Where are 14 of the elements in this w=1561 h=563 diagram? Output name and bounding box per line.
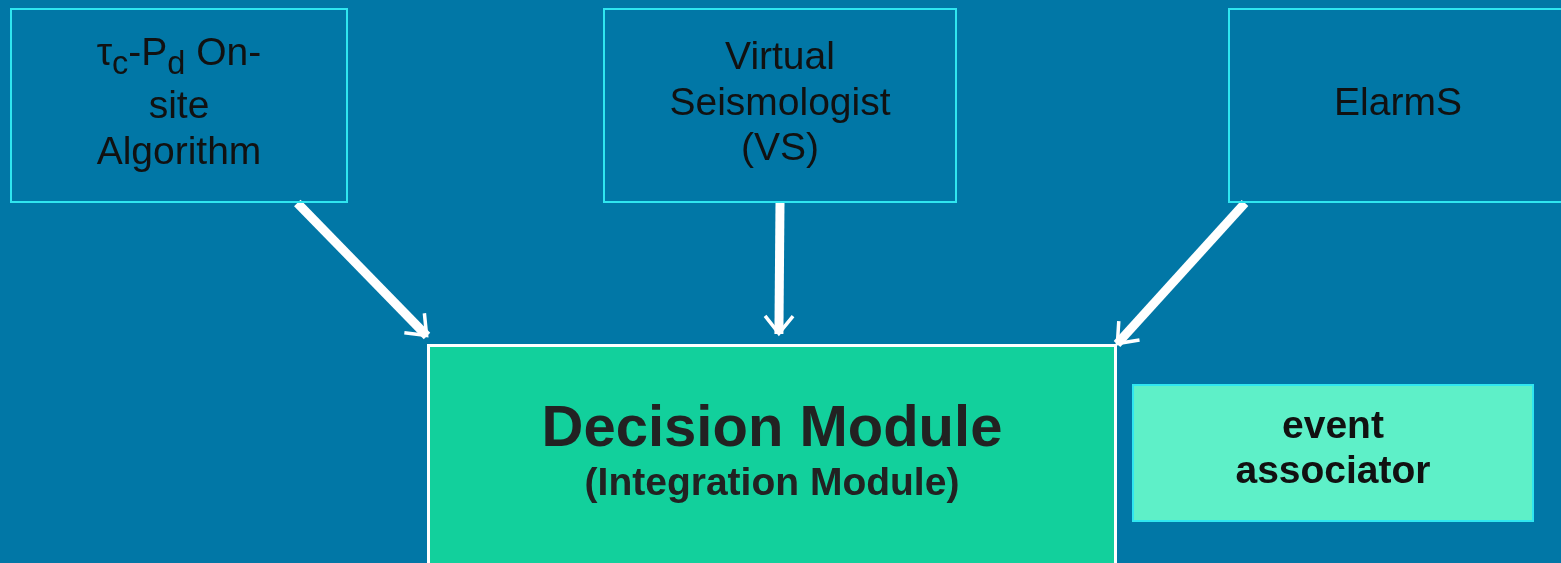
box-label: τ$_{c}$-P$_{d}$ On-site Algorithm <box>95 29 263 174</box>
process-box <box>10 8 348 203</box>
box-label: Virtual Seismologist (VS) <box>668 33 892 170</box>
process-box <box>603 8 957 203</box>
process-box <box>1228 8 1561 203</box>
associator-box <box>1132 384 1534 522</box>
module-subtitle: (Integration Module) <box>584 459 960 505</box>
module-box <box>427 344 1117 563</box>
arrow <box>763 202 795 336</box>
arrow <box>294 199 431 340</box>
box-label: event associator <box>1234 403 1432 493</box>
box-label: ElarmS <box>1334 78 1462 125</box>
module-title: Decision Module <box>541 393 1003 460</box>
arrow <box>1113 199 1249 348</box>
